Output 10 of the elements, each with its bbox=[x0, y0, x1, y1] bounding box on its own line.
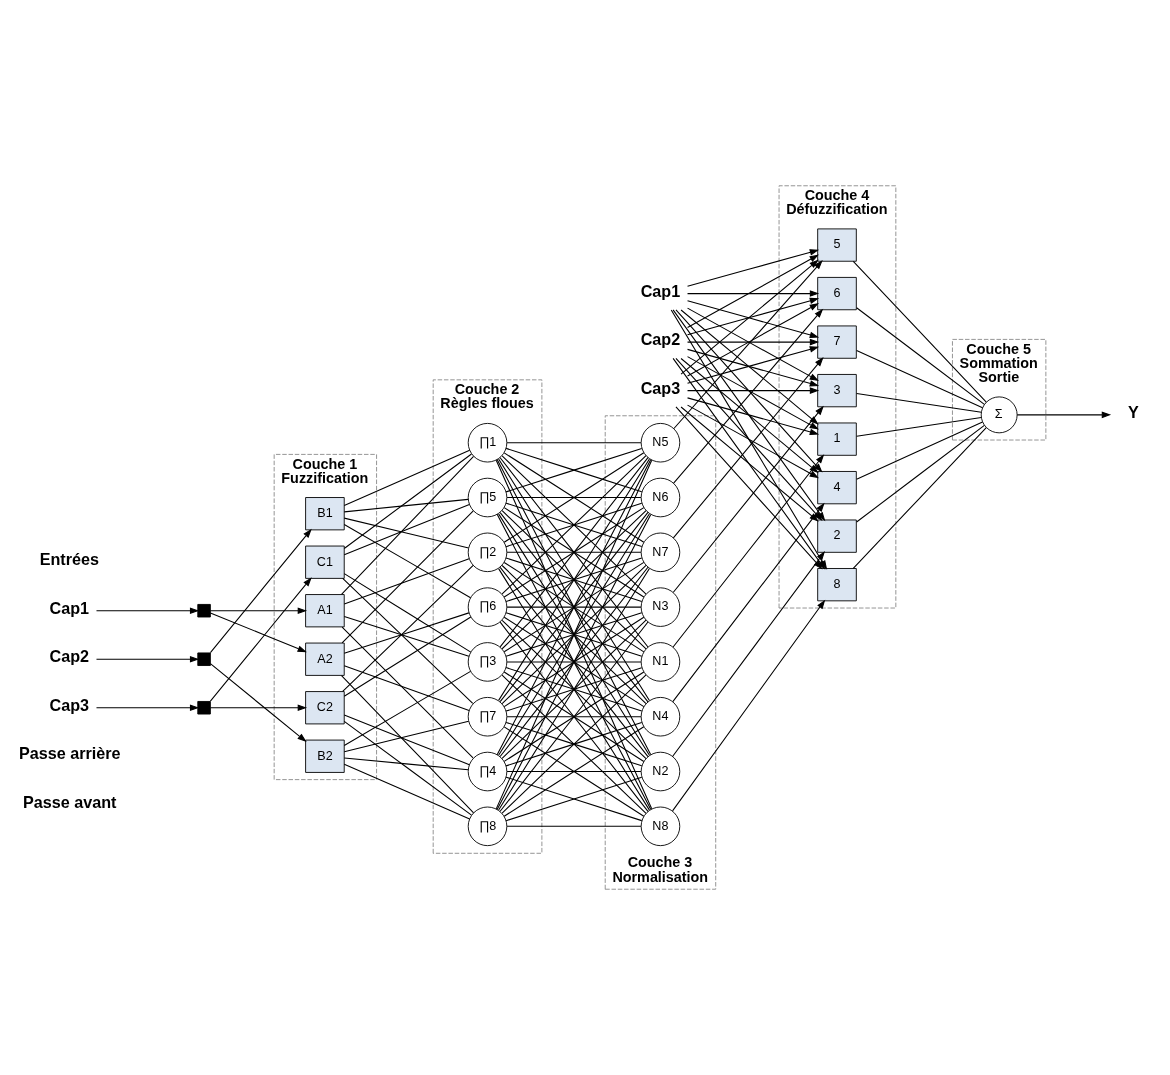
node-text: Cap2 bbox=[49, 647, 90, 666]
node-text: Cap3 bbox=[49, 695, 90, 714]
node-text: Cap1 bbox=[640, 281, 681, 300]
node-text: Cap2 bbox=[640, 330, 681, 349]
label: Entrées bbox=[39, 550, 99, 569]
node-text: Cap1 bbox=[49, 598, 90, 617]
label: Passe avant bbox=[23, 792, 117, 811]
node-text: Cap3 bbox=[640, 378, 681, 397]
label: Passe arrière bbox=[19, 744, 121, 763]
node-text: Y bbox=[1128, 402, 1139, 421]
